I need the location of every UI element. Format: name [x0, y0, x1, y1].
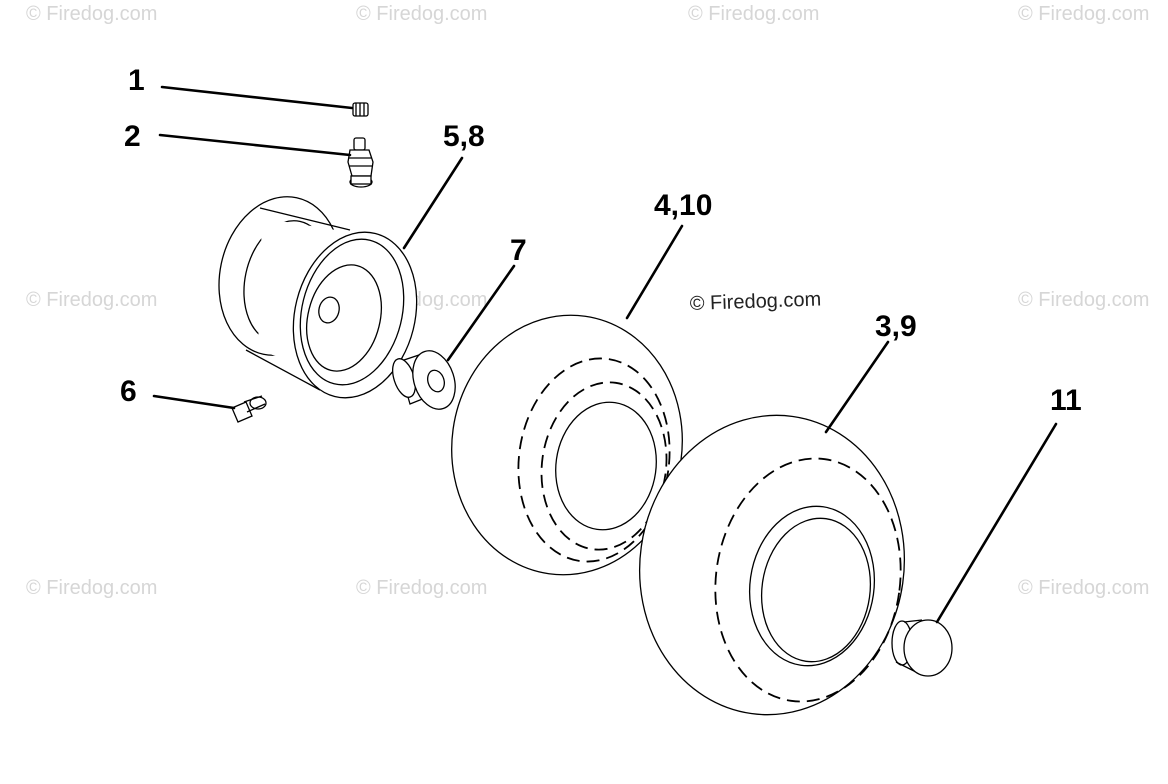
- leader-line-1: [160, 85, 354, 110]
- leader-line-2: [158, 133, 352, 157]
- part-tire-rear: [638, 414, 906, 716]
- watermark-text: © Firedog.com: [356, 577, 487, 599]
- watermark-text: © Firedog.com: [1018, 577, 1149, 599]
- callout-11: 11: [1050, 384, 1082, 417]
- watermark-text: © Firedog.com: [688, 3, 819, 25]
- leader-line-7: [446, 264, 516, 362]
- part-valve-stem: [347, 137, 374, 188]
- watermark-text: © Firedog.com: [356, 3, 487, 25]
- callout-3-9: 3,9: [875, 310, 917, 343]
- part-grease-fitting: [231, 395, 267, 423]
- leader-lines: [152, 85, 1058, 624]
- callout-6: 6: [120, 375, 137, 408]
- leader-line-5-8: [402, 156, 464, 250]
- leader-line-4-10: [625, 224, 684, 320]
- leader-line-6: [152, 394, 236, 410]
- watermark-text: © Firedog.com: [1018, 3, 1149, 25]
- part-tire-front: [451, 314, 683, 576]
- callout-5-8: 5,8: [443, 120, 485, 153]
- part-rim: [218, 196, 418, 399]
- watermark-text: © Firedog.com: [26, 3, 157, 25]
- part-valve-cap: [352, 102, 369, 117]
- part-spacer: [392, 350, 456, 410]
- watermark-center-text: © Firedog.com: [689, 288, 821, 315]
- callout-2: 2: [124, 120, 141, 153]
- watermark-text: © Firedog.com: [26, 289, 157, 311]
- part-hub-cap: [891, 619, 953, 677]
- callout-labels: 1 2 5,8 4,10 7 3,9 6 11: [120, 64, 1082, 417]
- callout-4-10: 4,10: [654, 189, 712, 222]
- leader-line-11: [935, 422, 1058, 624]
- leader-line-3-9: [824, 340, 890, 434]
- watermark-text: © Firedog.com: [26, 577, 157, 599]
- callout-7: 7: [510, 234, 527, 267]
- callout-1: 1: [128, 64, 145, 97]
- watermark-text: © Firedog.com: [1018, 289, 1149, 311]
